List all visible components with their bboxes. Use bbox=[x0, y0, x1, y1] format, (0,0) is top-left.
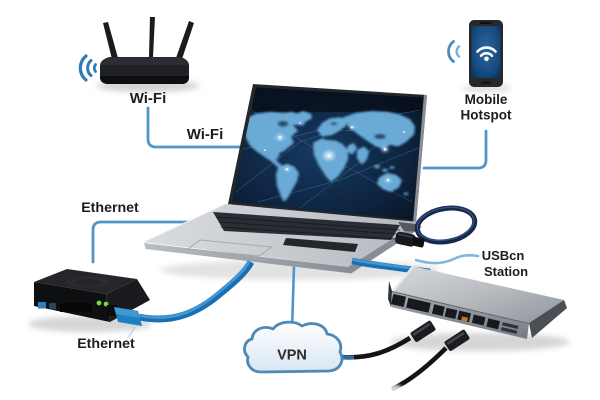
svg-text:Ethernet: Ethernet bbox=[81, 200, 139, 216]
svg-text:VPN: VPN bbox=[277, 348, 307, 364]
svg-text:Station: Station bbox=[484, 264, 528, 279]
svg-text:Wi-Fi: Wi-Fi bbox=[130, 90, 167, 107]
svg-text:USBcn: USBcn bbox=[482, 248, 525, 263]
svg-text:Ethernet: Ethernet bbox=[77, 336, 135, 352]
svg-text:Wi-Fi: Wi-Fi bbox=[187, 126, 224, 143]
svg-text:Hotspot: Hotspot bbox=[461, 108, 512, 123]
svg-text:Mobile: Mobile bbox=[465, 92, 508, 107]
